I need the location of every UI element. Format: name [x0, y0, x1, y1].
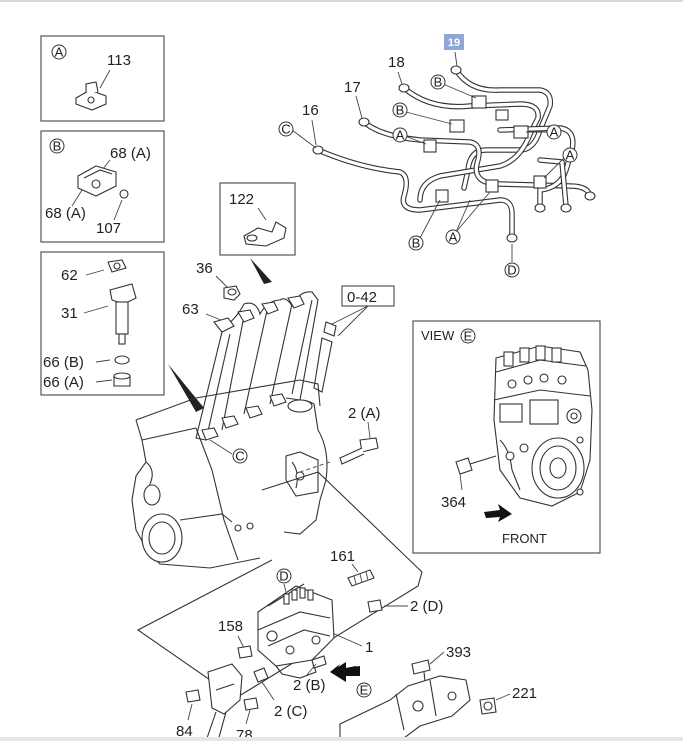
bottom-border — [0, 737, 683, 741]
part-107: 107 — [96, 220, 121, 237]
part-2d: 2 (D) — [410, 598, 443, 615]
callout-letter: A — [566, 148, 575, 163]
part-63: 63 — [182, 301, 199, 318]
injector-icon — [107, 259, 137, 387]
callout-letter: A — [550, 125, 559, 140]
delivery-valves — [283, 587, 314, 605]
part-84: 84 — [176, 723, 193, 740]
ref-0-42: 0-42 — [347, 289, 377, 306]
callout-letter: C — [281, 122, 290, 137]
part-31: 31 — [61, 305, 78, 322]
part-36: 36 — [196, 260, 213, 277]
clamp-row — [201, 295, 305, 441]
letter-e-pump: E — [360, 683, 369, 698]
top-border — [0, 0, 683, 2]
inset-122: 122 — [219, 182, 296, 256]
nut-84-icon — [185, 689, 201, 703]
injection-pipes: 19 18 17 16 — [278, 34, 596, 278]
bolt-2a-icon — [339, 437, 379, 465]
part-66b: 66 (B) — [43, 354, 84, 371]
frame-bracket: 393 221 — [339, 644, 537, 741]
inset-b: B 68 (A) 68 (A) 107 — [40, 130, 165, 243]
pump-rear-view — [493, 345, 593, 507]
callout-letter: B — [412, 236, 421, 251]
callout-letter: A — [396, 128, 405, 143]
callout-letter: A — [449, 230, 458, 245]
pipe-letter-callouts: B B A A A B A D C — [278, 74, 578, 278]
part-62: 62 — [61, 267, 78, 284]
part-17: 17 — [344, 79, 361, 96]
front-arrow-icon — [484, 504, 512, 522]
bolt-364-icon — [455, 455, 497, 491]
part-68a-top: 68 (A) — [110, 145, 151, 162]
part-2c: 2 (C) — [274, 703, 307, 720]
part-18: 18 — [388, 54, 405, 71]
callout-letter: B — [434, 75, 443, 90]
stud-161-icon — [347, 569, 375, 587]
clip-113-icon — [75, 81, 107, 111]
part-364: 364 — [441, 494, 466, 511]
part-158: 158 — [218, 618, 243, 635]
part-19: 19 — [448, 37, 460, 49]
callout-letter: D — [507, 263, 516, 278]
part-393: 393 — [446, 644, 471, 661]
part-2a: 2 (A) — [348, 405, 381, 422]
nut-158-icon — [237, 645, 253, 659]
bolt-2c-icon — [253, 667, 275, 701]
bracket-68-icon — [77, 165, 129, 199]
clamp-122-icon — [243, 221, 287, 247]
view-title: VIEW — [421, 328, 455, 343]
part-122: 122 — [229, 191, 254, 208]
view-letter: E — [464, 329, 473, 344]
part-2b: 2 (B) — [293, 677, 326, 694]
bolt-36-icon — [223, 285, 241, 301]
letter-a: A — [55, 45, 64, 60]
injection-pump: 161 2 (D) 158 1 — [176, 548, 443, 741]
highlight-19 — [444, 34, 464, 50]
letter-d-pump: D — [279, 569, 288, 584]
part-221: 221 — [512, 685, 537, 702]
pointer-wedge-2 — [168, 364, 204, 412]
inset-injector: 62 31 66 (B) 66 (A) — [40, 251, 165, 396]
pipe-clamps — [423, 95, 547, 203]
bolt-2d-icon — [367, 599, 383, 613]
view-e-panel: VIEW E — [412, 320, 601, 554]
letter-b: B — [53, 139, 62, 154]
front-label: FRONT — [502, 531, 547, 546]
part-68a-left: 68 (A) — [45, 205, 86, 222]
nut-221-icon — [479, 697, 497, 715]
callout-letter: B — [396, 103, 405, 118]
part-1: 1 — [365, 639, 373, 656]
inset-a: A 113 — [40, 35, 165, 122]
part-113: 113 — [107, 52, 131, 69]
letter-c-engine: C — [235, 449, 244, 464]
pointer-wedge — [250, 258, 272, 284]
engine-block: 36 63 0-42 — [131, 260, 395, 569]
part-16: 16 — [302, 102, 319, 119]
part-161: 161 — [330, 548, 355, 565]
circle-letter — [51, 44, 67, 60]
part-66a: 66 (A) — [43, 374, 84, 391]
pipe-nuts — [312, 65, 596, 243]
assembly-guide — [136, 471, 423, 699]
bolt-78-icon — [243, 697, 259, 711]
